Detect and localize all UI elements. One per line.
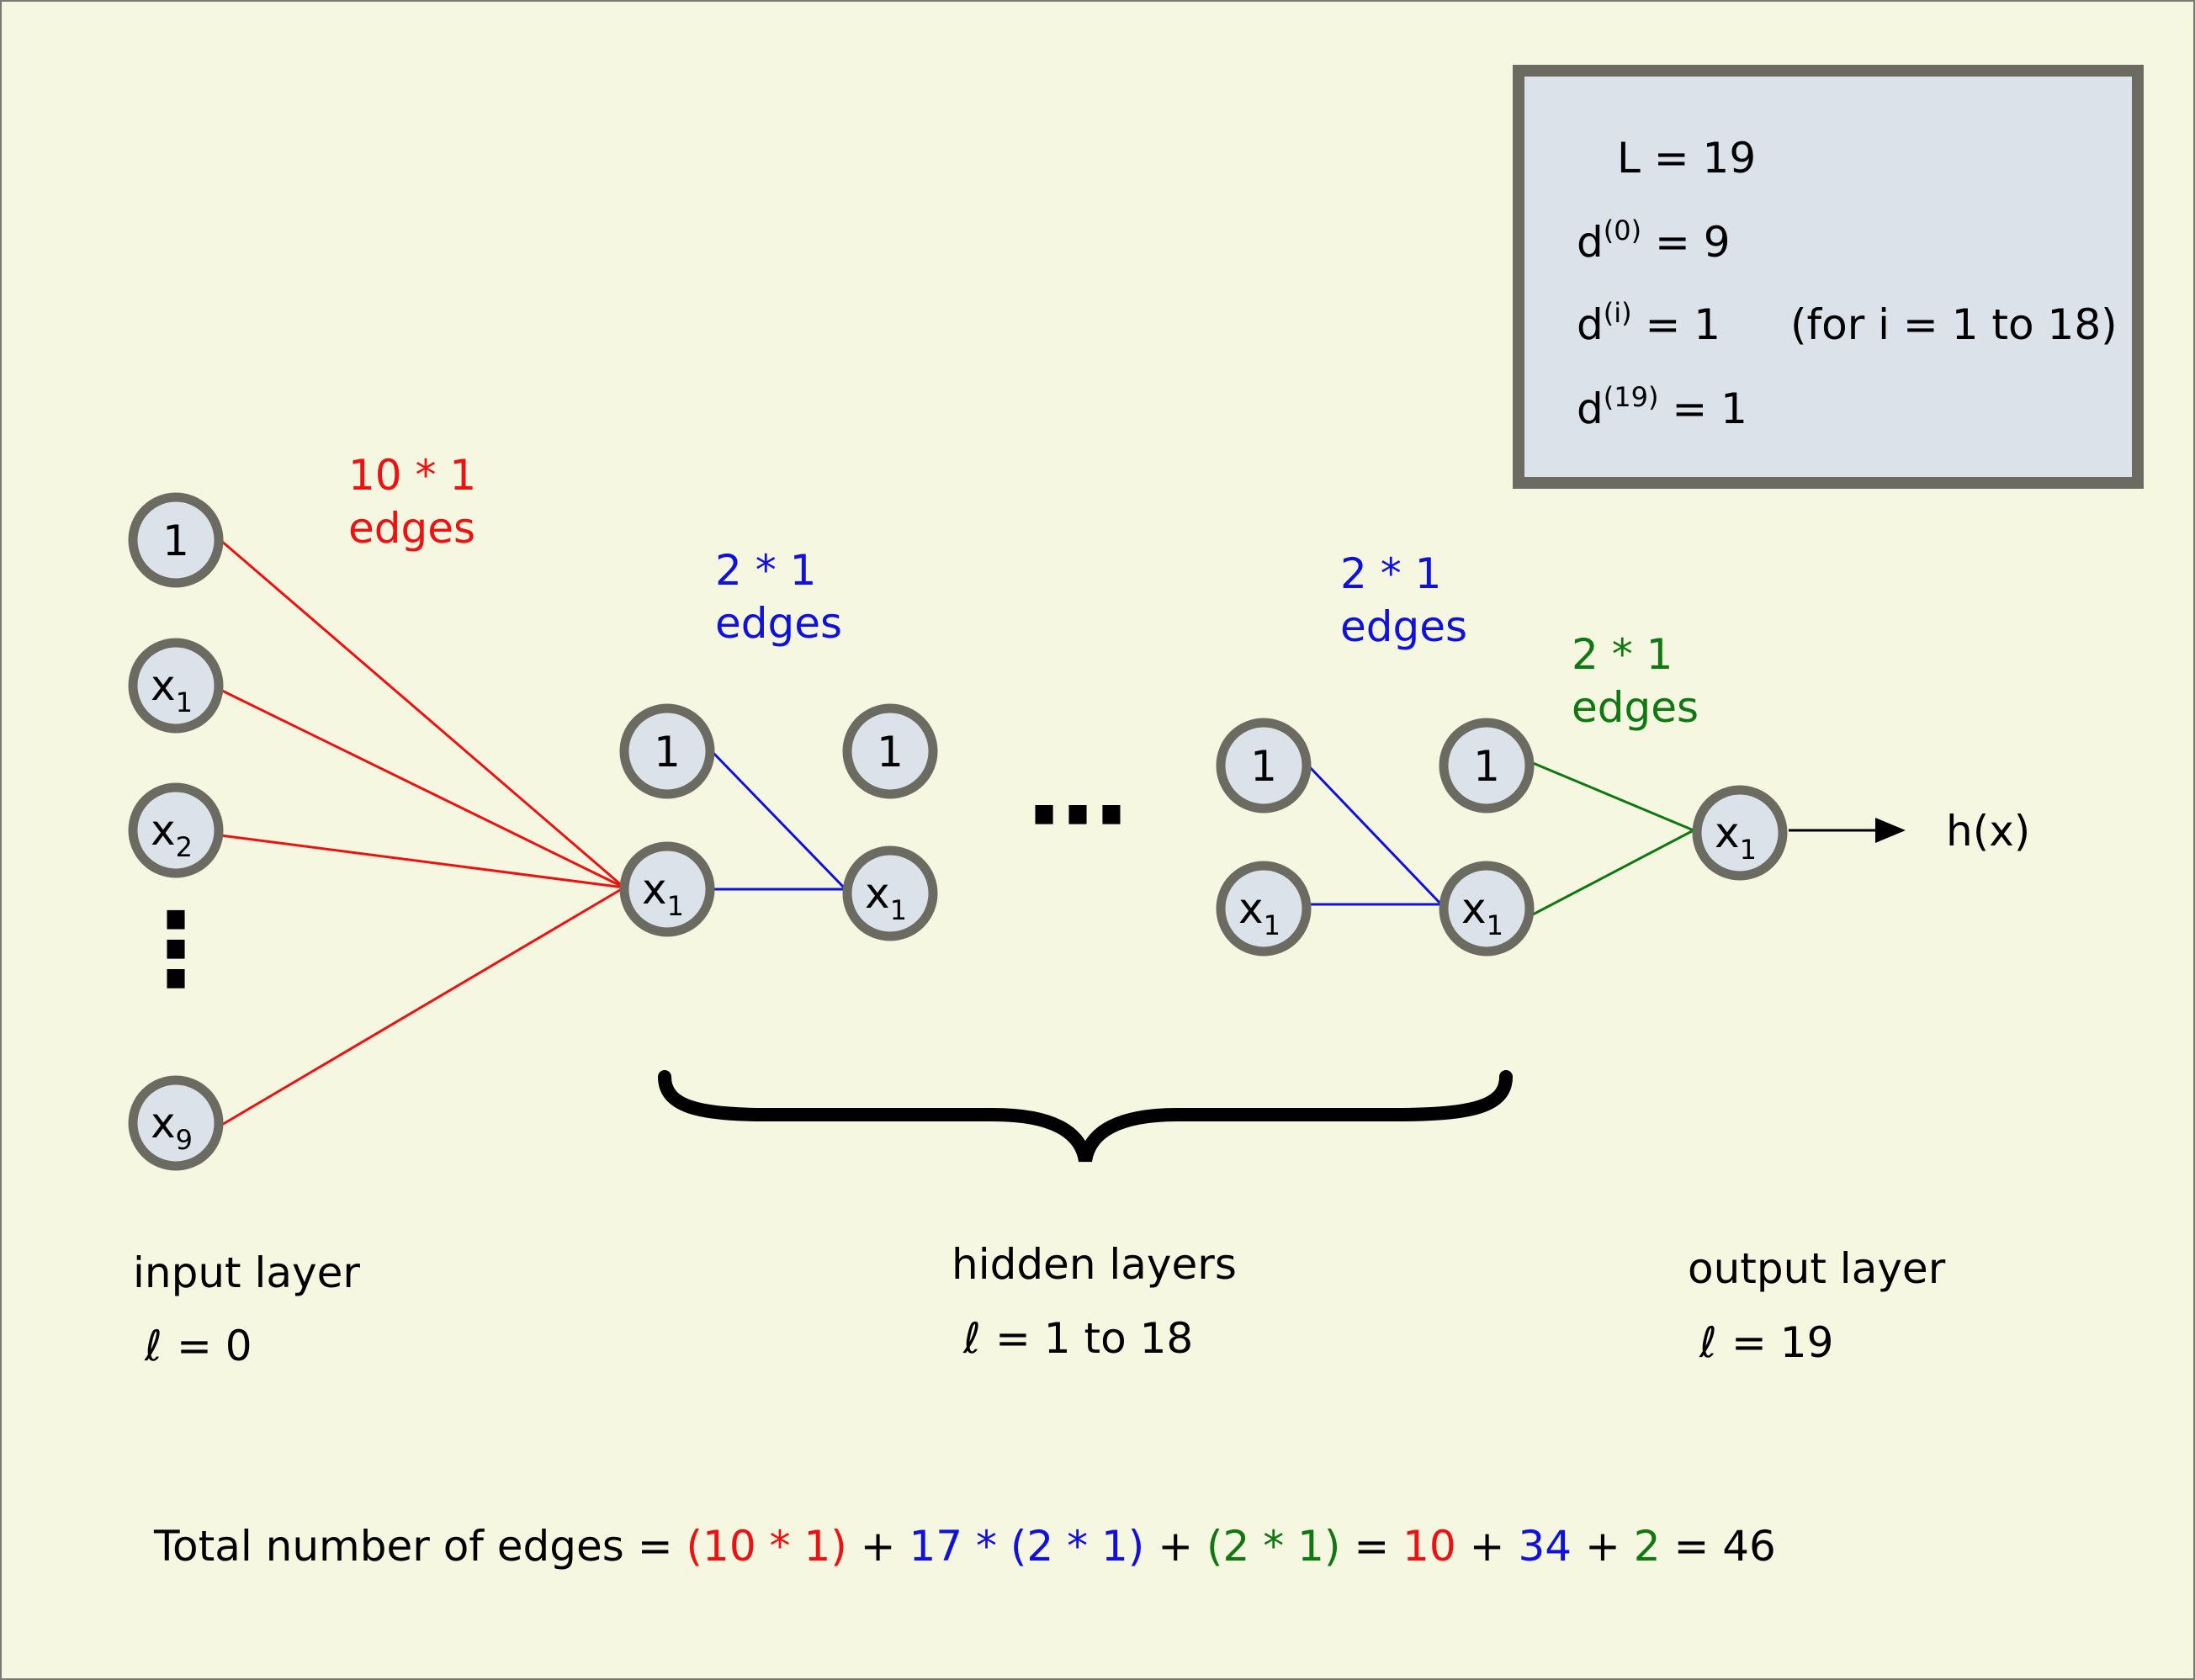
horizontal-ellipsis: ⋯ <box>1027 757 1128 874</box>
info-di-note: (for i = 1 to 18) <box>1790 300 2118 349</box>
svg-text:output layer: output layer <box>1688 1244 1946 1293</box>
svg-text:= 1 to 18: = 1 to 18 <box>995 1314 1193 1363</box>
input-x2-node <box>128 782 224 878</box>
info-d19: d(19) = 1 <box>1577 381 1747 433</box>
label-h1-bias: 1 <box>654 728 681 776</box>
label-h17-x: x1 <box>1238 884 1280 941</box>
hidden-edges-last <box>1307 764 1443 906</box>
svg-text:= 0: = 0 <box>177 1322 252 1370</box>
svg-text:edges: edges <box>715 599 842 648</box>
label-input-x9: x9 <box>151 1099 193 1156</box>
label-h18-bias: 1 <box>1473 742 1500 791</box>
output-hx-label: h(x) <box>1946 807 2030 856</box>
svg-text:2 * 1: 2 * 1 <box>715 546 816 595</box>
label-h17-bias: 1 <box>1250 742 1277 791</box>
edge-bias-h1 <box>220 538 625 889</box>
svg-text:edges: edges <box>1340 602 1467 651</box>
h2-bias-node <box>842 703 938 799</box>
info-d0: d(0) = 9 <box>1577 215 1731 267</box>
info-box: L = 19 d(0) = 9 d(i) = 1 (for i = 1 to 1… <box>1513 65 2144 489</box>
label-input-bias: 1 <box>162 517 189 565</box>
label-input-x1: x1 <box>151 661 193 718</box>
svg-text:edges: edges <box>1572 683 1699 732</box>
edge-label-input: 10 * 1 edges <box>348 451 476 553</box>
total-edges-equation: Total number of edges = (10 * 1) + 17 * … <box>153 1522 1776 1571</box>
nodes <box>128 492 1788 1171</box>
output-layer-caption: output layer ℓ = 19 <box>1688 1244 1946 1367</box>
input-x9-node <box>128 1075 224 1171</box>
h18-x-node <box>1439 861 1535 957</box>
h17-bias-node <box>1216 718 1312 814</box>
edge-label-hidden-first: 2 * 1 edges <box>715 546 842 648</box>
info-di: d(i) = 1 <box>1577 297 1720 349</box>
input-bias-node <box>128 492 224 588</box>
output-edges <box>1532 761 1694 916</box>
svg-text:ℓ: ℓ <box>962 1314 981 1363</box>
svg-text:2 * 1: 2 * 1 <box>1572 630 1673 679</box>
input-x1-node <box>128 638 224 734</box>
label-h2-x: x1 <box>865 869 907 926</box>
label-h2-bias: 1 <box>877 728 904 776</box>
edge-x9-h1 <box>220 886 625 1127</box>
edge-x1-h1 <box>220 688 625 889</box>
h17-x-node <box>1216 861 1312 957</box>
hidden-layers-caption: hidden layers ℓ = 1 to 18 <box>952 1240 1237 1363</box>
output-node <box>1692 785 1788 881</box>
svg-text:ℓ: ℓ <box>1699 1318 1717 1367</box>
node-labels: 1 x1 x2 x9 1 x1 1 x1 1 x1 1 x1 x1 <box>151 517 1757 1156</box>
svg-text:hidden layers: hidden layers <box>952 1240 1237 1289</box>
h1-x-node <box>619 841 715 937</box>
input-edges <box>220 538 625 1127</box>
svg-text:10 * 1: 10 * 1 <box>348 451 476 500</box>
label-input-x2: x2 <box>151 806 193 863</box>
label-h18-x: x1 <box>1461 884 1503 941</box>
edge-label-hidden-last: 2 * 1 edges <box>1340 549 1467 651</box>
svg-text:2 * 1: 2 * 1 <box>1340 549 1441 598</box>
label-output-x: x1 <box>1715 808 1757 866</box>
vertical-ellipsis: ⋮ <box>125 892 226 1009</box>
svg-text:ℓ: ℓ <box>144 1322 162 1370</box>
label-h1-x: x1 <box>642 865 684 922</box>
svg-text:edges: edges <box>348 504 475 553</box>
info-L: L = 19 <box>1617 134 1756 183</box>
svg-text:input layer: input layer <box>133 1248 360 1297</box>
edge-x2-h1 <box>220 834 625 889</box>
hidden-layers-brace <box>658 1070 1513 1163</box>
h18-bias-node <box>1439 718 1535 814</box>
h2-x-node <box>842 845 938 941</box>
hidden-edges-first <box>710 750 847 891</box>
edge-label-output: 2 * 1 edges <box>1572 630 1699 732</box>
input-layer-caption: input layer ℓ = 0 <box>133 1248 360 1370</box>
svg-text:= 19: = 19 <box>1731 1318 1833 1367</box>
h1-bias-node <box>619 703 715 799</box>
